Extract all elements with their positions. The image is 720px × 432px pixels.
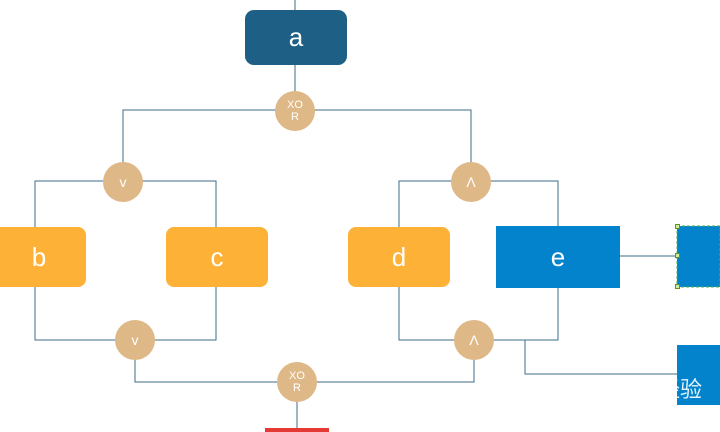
or-gate-bottom[interactable]: v <box>115 320 155 360</box>
node-b-label: b <box>31 241 47 272</box>
or-gate-top[interactable]: v <box>103 162 143 202</box>
connector-line <box>524 340 678 375</box>
selection-handle[interactable] <box>675 224 680 229</box>
node-c-label: c <box>210 241 224 272</box>
node-a-label: a <box>288 22 304 52</box>
and-gate-bottom[interactable]: Λ <box>454 320 494 360</box>
and-gate-top-label: Λ <box>466 174 476 190</box>
and-gate-top[interactable]: Λ <box>451 162 491 202</box>
selection-outline <box>676 225 720 288</box>
watermark-text: 经验 <box>658 378 703 403</box>
node-d[interactable]: d <box>348 227 450 287</box>
xor-gate-bottom-label: XO R <box>289 370 305 394</box>
xor-gate-top[interactable]: XO R <box>275 91 315 131</box>
node-b[interactable]: b <box>0 227 86 287</box>
selection-handle[interactable] <box>675 253 680 258</box>
node-d-label: d <box>391 241 407 272</box>
selection-handle[interactable] <box>675 284 680 289</box>
node-e[interactable]: e <box>496 226 620 288</box>
node-right-partial[interactable] <box>677 345 720 405</box>
or-gate-bottom-label: v <box>131 332 139 348</box>
bottom-node-partial <box>265 428 329 432</box>
node-a[interactable]: a <box>245 10 347 65</box>
xor-gate-top-label: XO R <box>287 99 303 123</box>
xor-gate-bottom[interactable]: XO R <box>277 362 317 402</box>
node-c[interactable]: c <box>166 227 268 287</box>
and-gate-bottom-label: Λ <box>469 332 479 348</box>
or-gate-top-label: v <box>119 174 127 190</box>
node-e-label: e <box>550 241 566 272</box>
